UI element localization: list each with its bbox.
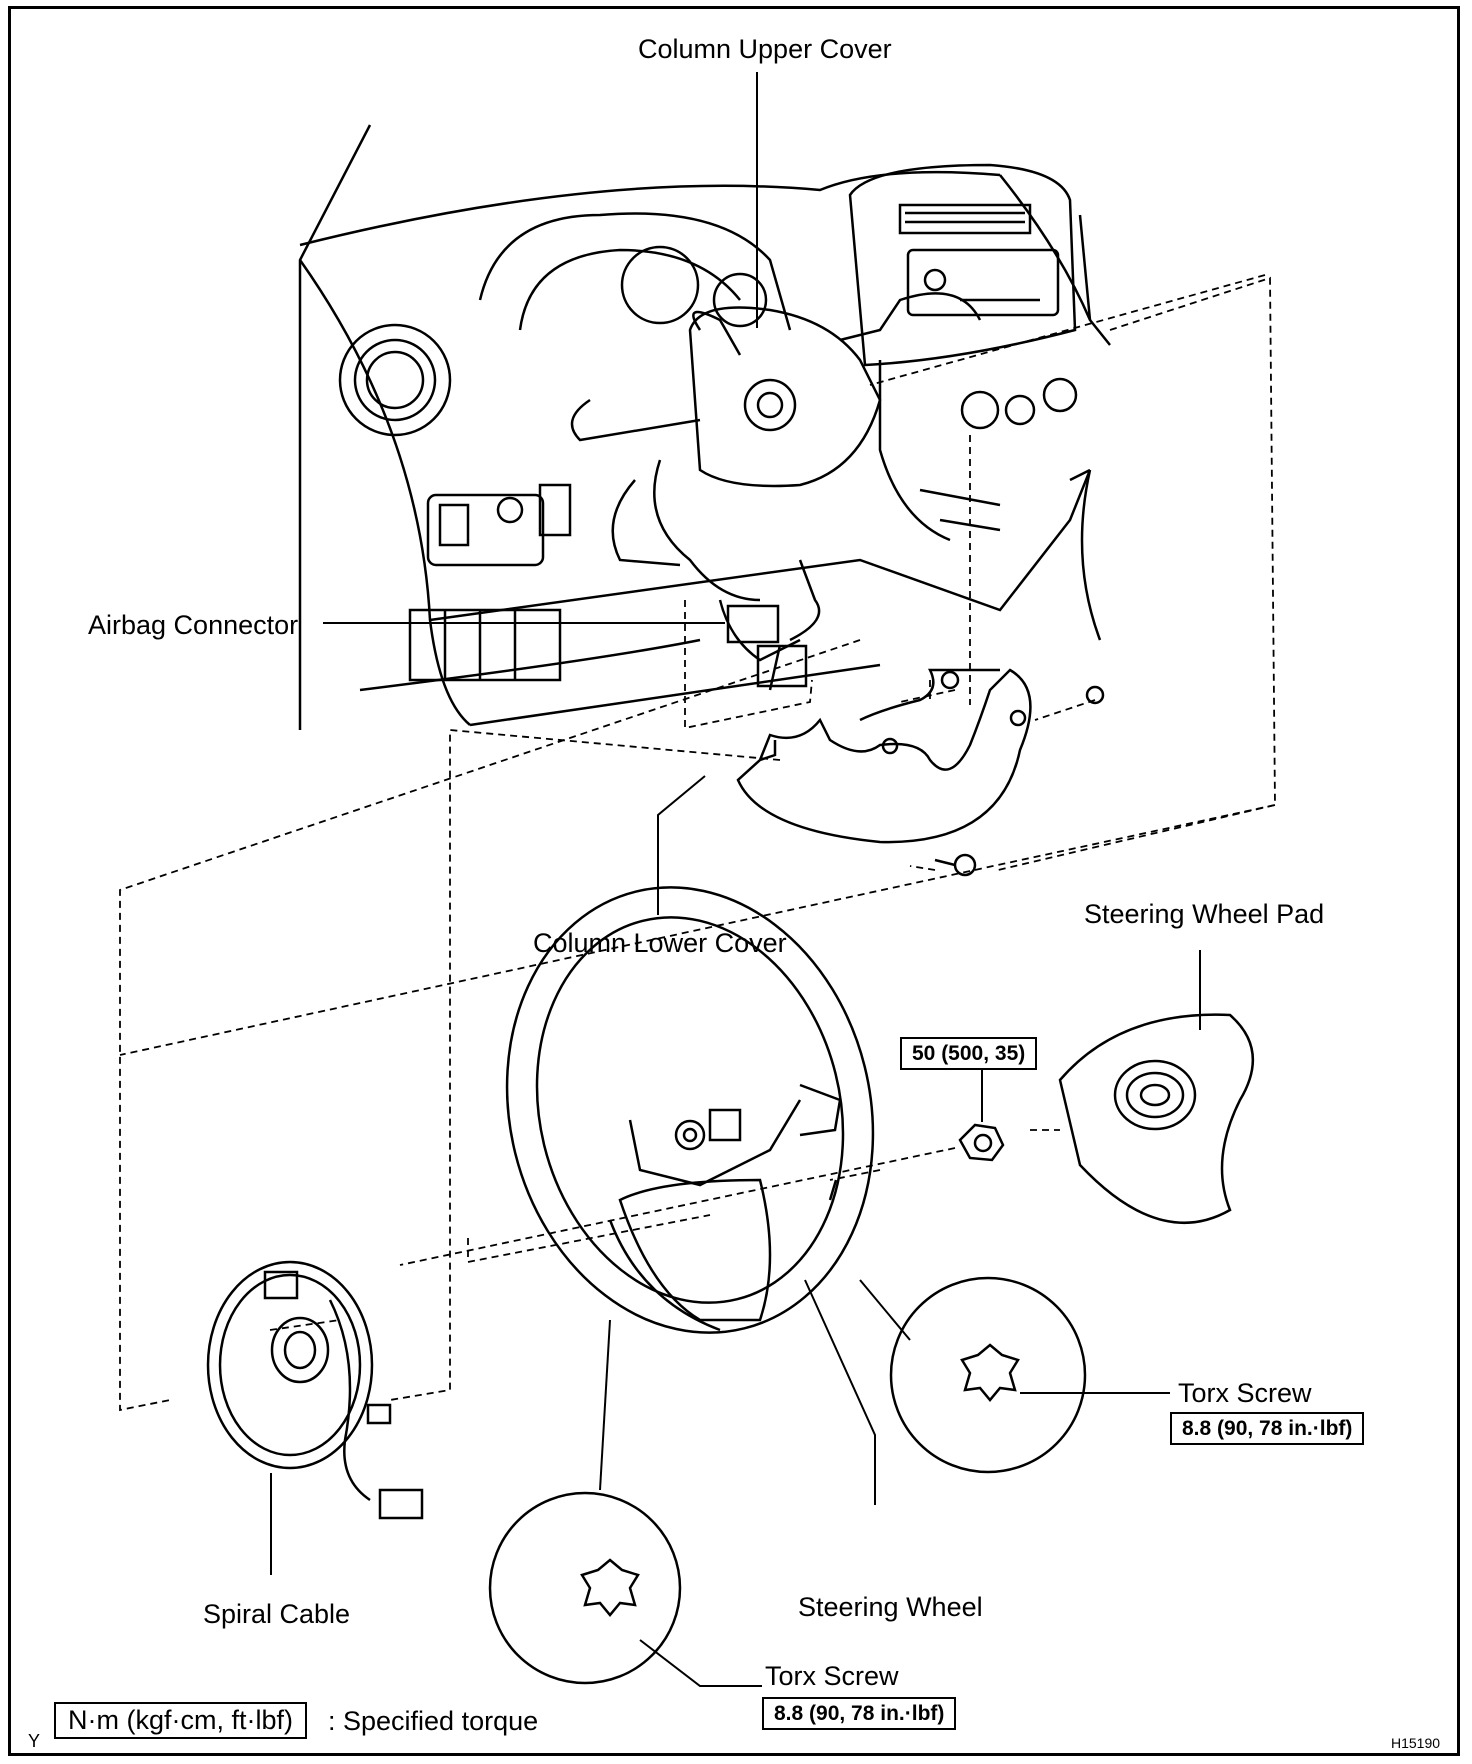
torx-detail-bottom <box>488 1491 682 1685</box>
label-torx-screw-bottom: Torx Screw <box>765 1661 899 1691</box>
steering-wheel-pad <box>1058 1013 1255 1224</box>
dashed-guide-lines <box>119 274 1276 1412</box>
label-steering-wheel-pad: Steering Wheel Pad <box>1084 899 1325 929</box>
spiral-cable <box>206 1260 424 1520</box>
steering-column-assembly <box>570 292 982 662</box>
torx-detail-right <box>889 1276 1087 1474</box>
legend-unit-box: N·m (kgf·cm, ft·lbf) <box>54 1702 307 1739</box>
corner-mark: Y <box>28 1731 41 1751</box>
torque-torx-bottom: 8.8 (90, 78 in.·lbf) <box>762 1697 957 1730</box>
figure-id: H15190 <box>1391 1735 1441 1751</box>
dashboard <box>298 124 1111 730</box>
leader-lines <box>270 72 1201 1687</box>
torque-nut: 50 (500, 35) <box>900 1037 1038 1070</box>
label-steering-wheel: Steering Wheel <box>798 1592 983 1622</box>
column-lower-cover <box>736 668 1105 877</box>
label-airbag-connector: Airbag Connector <box>88 610 299 640</box>
label-torx-screw-right: Torx Screw <box>1178 1378 1312 1408</box>
label-column-upper-cover: Column Upper Cover <box>638 34 892 64</box>
torque-torx-right: 8.8 (90, 78 in.·lbf) <box>1170 1412 1365 1445</box>
figure-frame <box>8 6 1460 1756</box>
steering-wheel <box>505 886 875 1334</box>
steering-wheel-nut <box>958 1123 1005 1162</box>
label-column-lower-cover: Column Lower Cover <box>533 928 787 958</box>
airbag-connector <box>726 559 821 691</box>
label-spiral-cable: Spiral Cable <box>203 1599 351 1629</box>
legend-text: : Specified torque <box>328 1706 539 1736</box>
